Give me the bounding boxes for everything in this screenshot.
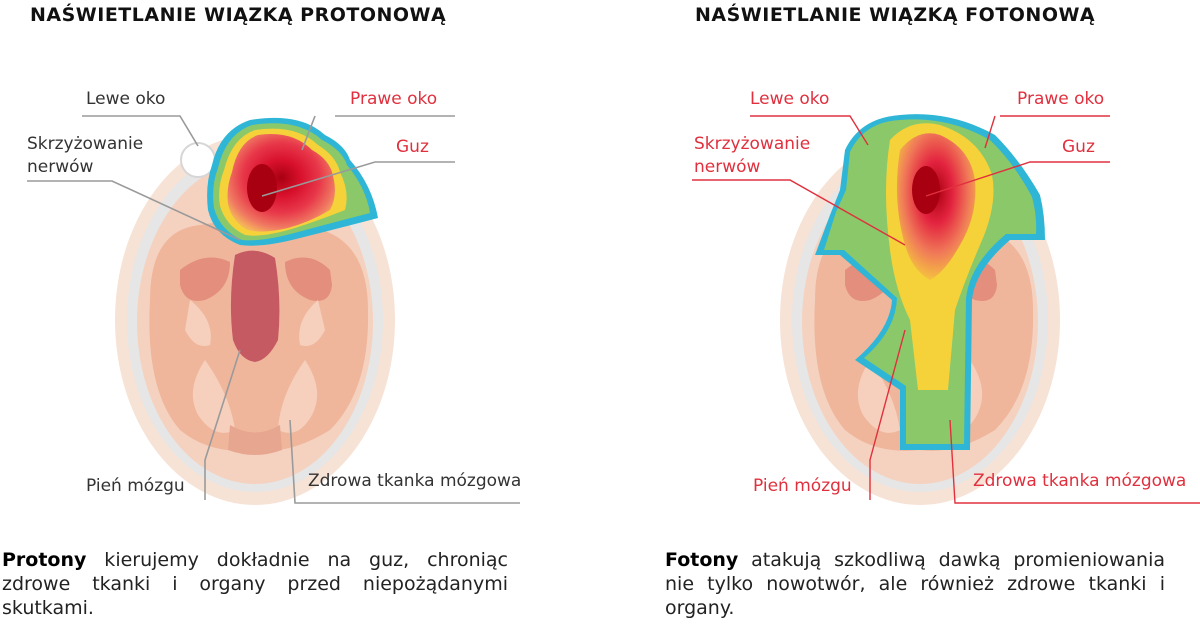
right-eye-label: Prawe oko	[1017, 89, 1105, 109]
photon-description-text: atakują szkodliwą dawką promieniowania n…	[665, 549, 1165, 619]
photon-description: Fotony atakują szkodliwą dawką promienio…	[665, 548, 1165, 620]
chiasm-label-line2: nerwów	[27, 157, 94, 177]
chiasm-label-line1: Skrzyżowanie	[27, 134, 144, 154]
photon-head-diagram	[692, 114, 1200, 505]
tumor-label: Guz	[396, 137, 429, 157]
right-eye-label: Prawe oko	[350, 89, 438, 109]
photon-description-bold: Fotony	[665, 549, 739, 571]
healthy-tissue-label: Zdrowa tkanka mózgowa	[973, 471, 1187, 491]
chiasm-label-line1: Skrzyżowanie	[694, 134, 811, 154]
brainstem-shape	[230, 250, 280, 362]
photon-dose-area	[815, 114, 1045, 451]
healthy-tissue-label: Zdrowa tkanka mózgowa	[308, 471, 522, 491]
brainstem-label: Pień mózgu	[753, 476, 852, 496]
proton-leader-lines	[27, 115, 520, 504]
photon-title: NAŚWIETLANIE WIĄZKĄ FOTONOWĄ	[695, 4, 1096, 26]
photon-panel: NAŚWIETLANIE WIĄZKĄ FOTONOWĄ	[600, 0, 1200, 629]
photon-leader-lines	[692, 115, 1200, 504]
left-eye-label: Lewe oko	[86, 89, 166, 109]
left-eye-shape	[180, 142, 216, 178]
left-eye-label: Lewe oko	[750, 89, 830, 109]
proton-panel: NAŚWIETLANIE WIĄZKĄ PROTONOWĄ	[2, 4, 522, 620]
chiasm-label-line2: nerwów	[694, 157, 761, 177]
proton-description-bold: Protony	[2, 549, 87, 571]
proton-dose-area	[207, 117, 378, 246]
tumor-label: Guz	[1062, 137, 1095, 157]
brainstem-label: Pień mózgu	[86, 476, 185, 496]
proton-title: NAŚWIETLANIE WIĄZKĄ PROTONOWĄ	[30, 4, 447, 26]
proton-description-text: kierujemy dokładnie na guz, chroniąc zdr…	[2, 549, 508, 619]
proton-description: Protony kierujemy dokładnie na guz, chro…	[2, 548, 508, 620]
proton-head-diagram	[27, 115, 520, 505]
